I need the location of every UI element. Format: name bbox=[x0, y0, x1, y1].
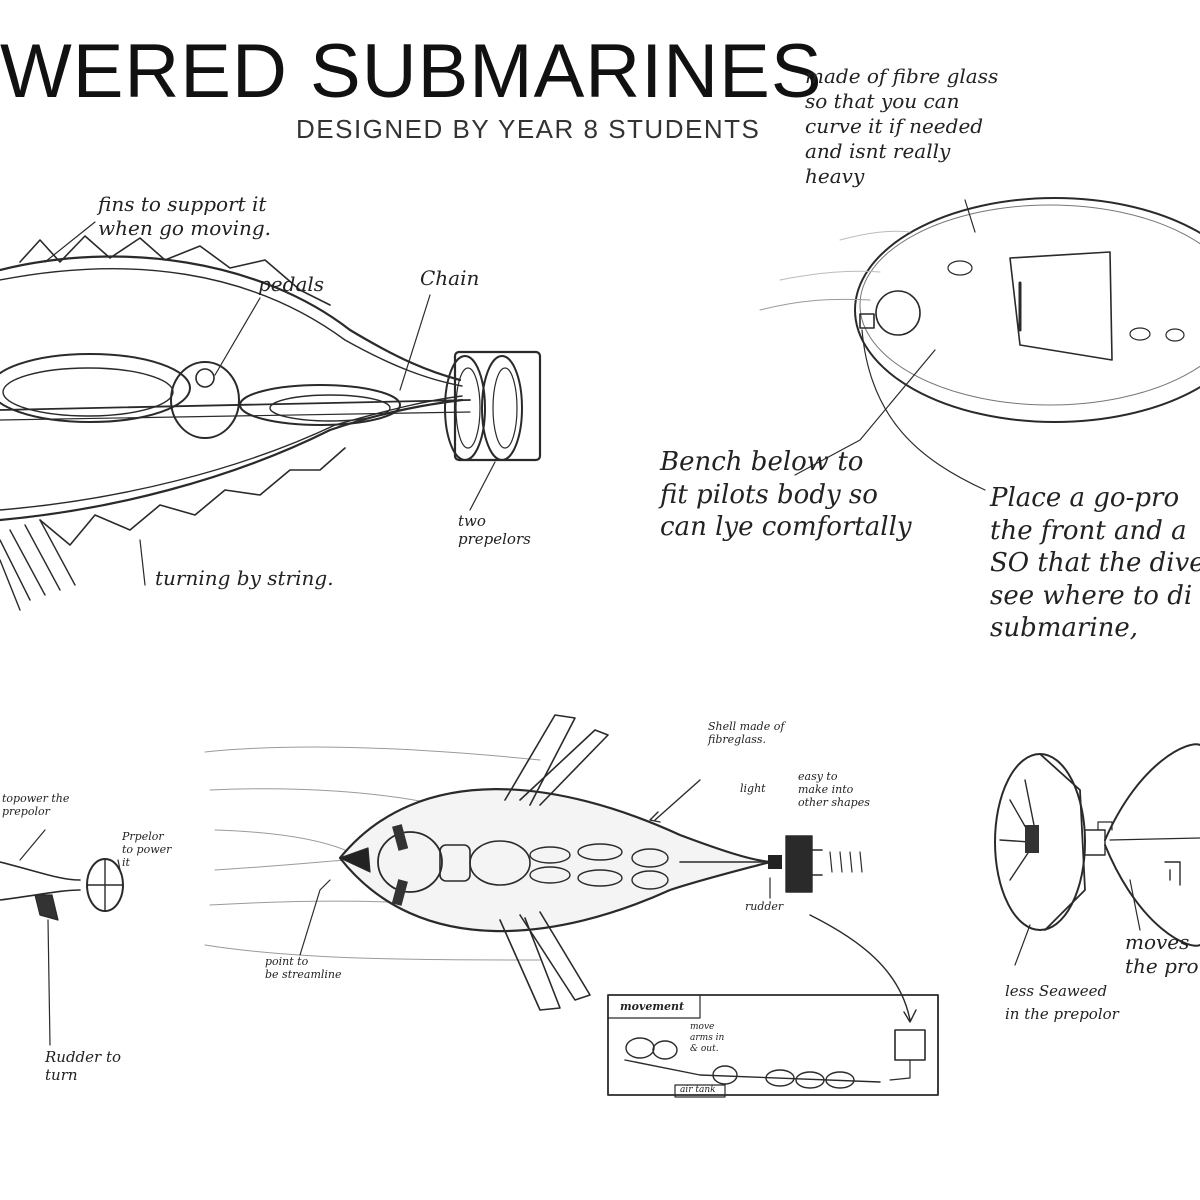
propellers-label: two prepelors bbox=[458, 512, 531, 548]
sketch-pedal-submarine bbox=[0, 221, 542, 611]
sketch-twin-submarine bbox=[994, 743, 1200, 966]
shell-note: Shell made of fibreglass. bbox=[708, 720, 785, 747]
rudder-note: Rudder to turn bbox=[45, 1048, 122, 1084]
point-note: point to be streamline bbox=[265, 955, 342, 982]
page-title: WERED SUBMARINES bbox=[0, 29, 823, 114]
gopro-note: Place a go-pro the front and a SO that t… bbox=[990, 483, 1200, 643]
bench-note: Bench below to fit pilots body so can ly… bbox=[660, 447, 912, 542]
sketch-rudder-submarine bbox=[0, 829, 124, 1046]
power-note: topower the prepolor bbox=[2, 792, 70, 819]
sketch-egg-submarine bbox=[759, 197, 1200, 491]
page-subtitle: DESIGNED BY YEAR 8 STUDENTS bbox=[296, 114, 761, 144]
sketch-movement-box bbox=[607, 994, 939, 1098]
movement-title: movement bbox=[620, 1000, 685, 1013]
chain-label: Chain bbox=[420, 266, 480, 290]
air-tank-label: air tank bbox=[680, 1085, 716, 1095]
fibreglass-note: made of fibre glass so that you can curv… bbox=[805, 64, 999, 188]
turning-note: turning by string. bbox=[155, 566, 334, 590]
fins-note: fins to support it when go moving. bbox=[98, 192, 272, 240]
propeller-note: Prpelor to power it bbox=[122, 830, 172, 870]
sketch-diver-submarine bbox=[204, 714, 917, 1023]
seaweed-note: less Seaweed in the prepolor bbox=[1005, 982, 1119, 1023]
pedals-label: pedals bbox=[258, 272, 325, 296]
rudder-label: rudder bbox=[745, 900, 784, 913]
move-arms-note: move arms in & out. bbox=[690, 1022, 725, 1054]
easy-note: easy to make into other shapes bbox=[798, 770, 870, 810]
light-label: light bbox=[740, 782, 766, 795]
moves-note: moves the pro bbox=[1125, 930, 1199, 978]
